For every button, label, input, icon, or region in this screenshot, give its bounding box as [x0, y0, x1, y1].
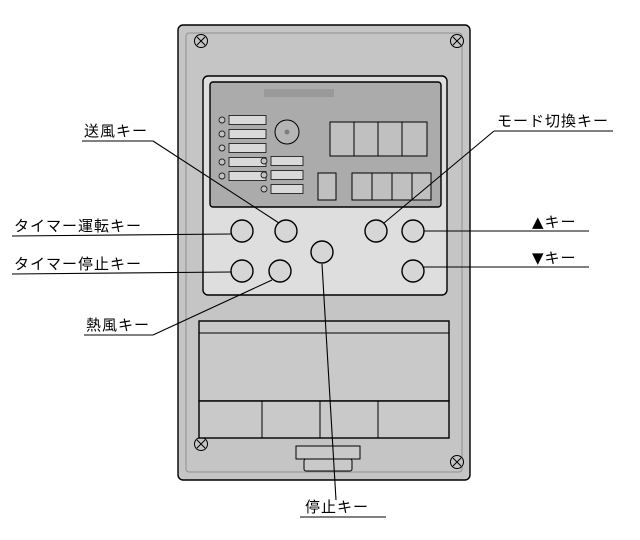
indicator-column-left [218, 115, 267, 181]
mode-leader-line [383, 130, 495, 224]
label-timer-run-key: タイマー運転キー [14, 217, 142, 235]
indicator-lamp [218, 172, 226, 180]
mode-switch-key [364, 219, 388, 243]
screw-bottom-left [194, 437, 208, 451]
indicator-lamp [218, 130, 226, 138]
cover-plate [198, 320, 450, 402]
lower-cover [198, 320, 450, 472]
indicator-label-bar [270, 156, 304, 166]
digit-box-small [317, 172, 337, 201]
indicator-lamp [218, 144, 226, 152]
label-fan-key: 送風キー [84, 122, 148, 140]
timer-run-key [230, 219, 254, 243]
label-hot-air-key: 熱風キー [86, 316, 150, 334]
indicator-lamp [260, 185, 268, 193]
hot-air-key [268, 259, 292, 283]
label-down-key: ▼キー [532, 249, 577, 267]
label-mode-switch-key: モード切換キー [497, 112, 609, 130]
indicator-label-bar [270, 184, 304, 194]
callouts: 送風キー モード切換キー タイマー運転キー ▲キー タイマー停止キー ▼キー 熱… [11, 112, 613, 518]
indicator-column-middle [260, 156, 304, 194]
buzzer-dial [274, 119, 300, 145]
operation-panel [202, 75, 448, 296]
indicator-lamp [260, 157, 268, 165]
screw-cross-line [452, 36, 462, 46]
down-key [401, 259, 425, 283]
screw-cross-line [196, 36, 206, 46]
digit-display-lower [317, 172, 432, 201]
stop-key [310, 240, 334, 264]
bottom-connector-upper [295, 445, 361, 460]
indicator-lamp [260, 171, 268, 179]
indicator-label-bar [228, 115, 267, 125]
timer-run-leader-line [11, 233, 232, 237]
label-timer-stop-key: タイマー停止キー [14, 255, 142, 273]
screw-bottom-right [450, 455, 464, 469]
label-up-key: ▲キー [532, 213, 577, 231]
indicator-label-bar [228, 129, 267, 139]
label-stop-key: 停止キー [305, 498, 369, 516]
display-print-area [264, 89, 334, 97]
indicator-label-bar [270, 170, 304, 180]
up-key [401, 219, 425, 243]
bottom-connector-lower [303, 458, 353, 472]
indicator-label-bar [228, 157, 267, 167]
indicator-label-bar [228, 143, 267, 153]
digit-display-upper [329, 121, 428, 157]
dial-center-dot [284, 129, 290, 135]
screw-cross-line [196, 439, 206, 449]
device-body-inner-line [185, 32, 463, 473]
stop-leader-line [321, 263, 337, 501]
timer-stop-leader-line [11, 271, 232, 275]
screw-top-right [450, 34, 464, 48]
screw-top-left [194, 34, 208, 48]
screw-cross-line [452, 457, 462, 467]
fan-leader-line [152, 140, 280, 224]
hot-air-leader-line [152, 279, 273, 336]
timer-stop-key [230, 259, 254, 283]
louver-section [198, 400, 450, 439]
indicator-lamp [218, 116, 226, 124]
fan-key [274, 219, 298, 243]
indicator-lamp [218, 158, 226, 166]
indicator-label-bar [228, 171, 267, 181]
